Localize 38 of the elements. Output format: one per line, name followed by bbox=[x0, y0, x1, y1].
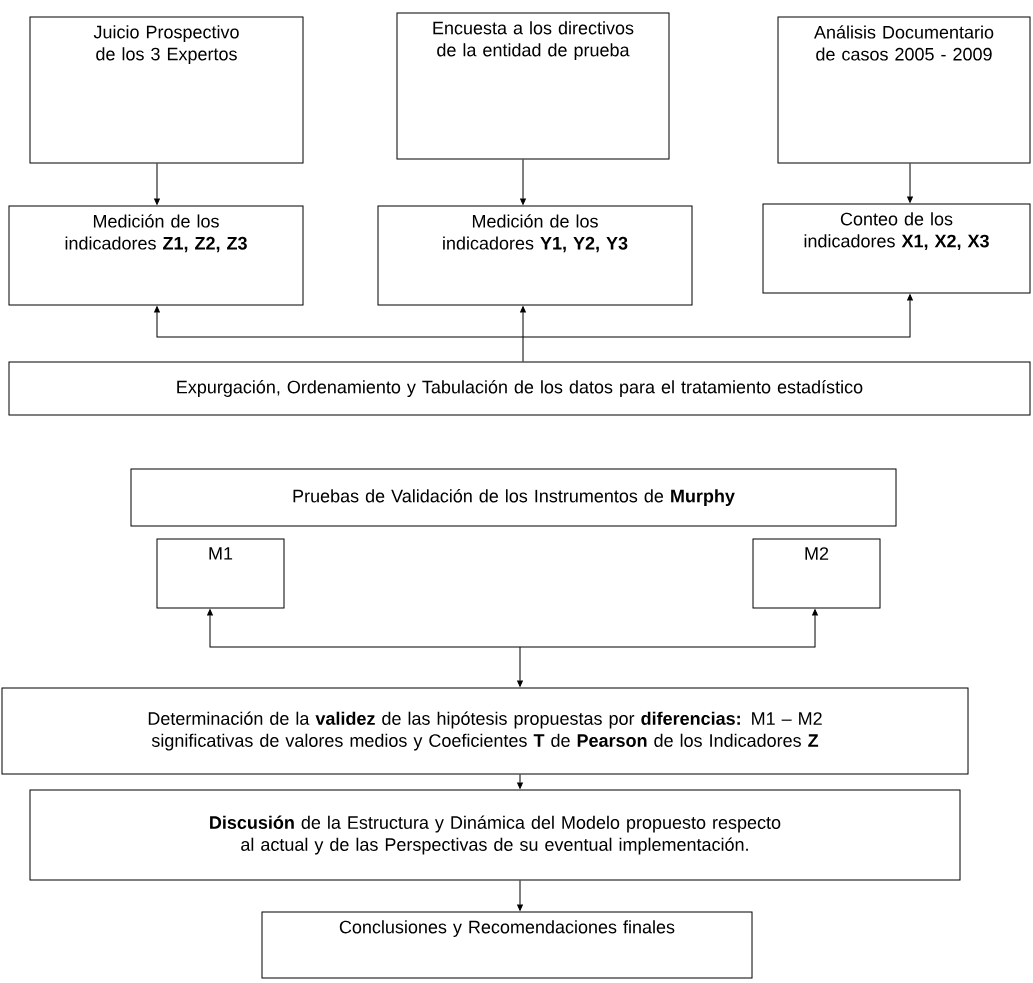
process-box bbox=[8, 205, 304, 306]
process-box bbox=[777, 16, 1031, 164]
label-box bbox=[156, 538, 285, 609]
box-text: Discusión de la Estructura y Dinámica del Modelo propuesto respecto al actual y de las Perspectivas de su eventual implementación. bbox=[210, 815, 781, 855]
box-text: Conclusiones y Recomendaciones finales bbox=[339, 920, 675, 937]
arrow bbox=[154, 163, 160, 205]
box-text: Medición de los indicadores Z1, Z2, Z3 bbox=[65, 214, 247, 253]
process-box bbox=[29, 16, 304, 164]
arrow bbox=[519, 609, 818, 648]
process-box bbox=[261, 911, 753, 979]
arrow bbox=[517, 646, 523, 687]
connector-line bbox=[522, 336, 524, 362]
process-box bbox=[130, 468, 897, 527]
box-text: Medición de los indicadores Y1, Y2, Y3 bbox=[443, 214, 628, 253]
process-box bbox=[29, 789, 961, 881]
arrow bbox=[522, 294, 913, 338]
arrow bbox=[907, 163, 913, 203]
arrow bbox=[517, 774, 523, 789]
box-text: Conteo de los indicadores X1, X2, X3 bbox=[804, 212, 989, 251]
arrow bbox=[154, 306, 524, 338]
box-text: Juicio Prospectivo de los 3 Expertos bbox=[93, 25, 239, 64]
label-box bbox=[752, 538, 881, 609]
arrow bbox=[520, 306, 526, 338]
arrow bbox=[517, 880, 523, 911]
process-box bbox=[396, 12, 670, 160]
process-box bbox=[762, 203, 1031, 294]
process-box bbox=[1, 687, 969, 775]
box-text: Determinación de la validez de las hipótesis propuestas por diferencias: M1 – M2 significativas de valores medios y Coeficientes T de Pearson de los Indicadores Z bbox=[148, 711, 822, 751]
arrow bbox=[520, 159, 526, 205]
process-box bbox=[377, 205, 693, 306]
box-text: M1 bbox=[209, 547, 233, 560]
box-text: Expurgación, Ordenamiento y Tabulación de los datos para el tratamiento estadístico bbox=[177, 380, 863, 397]
box-text: Pruebas de Validación de los Instrumentos de Murphy bbox=[293, 489, 735, 506]
box-text: Encuesta a los directivos de la entidad de prueba bbox=[433, 21, 634, 60]
box-text: M2 bbox=[805, 547, 829, 560]
box-text: Análisis Documentario de casos 2005 - 2009 bbox=[814, 25, 994, 61]
process-box bbox=[8, 361, 1031, 416]
arrow bbox=[207, 609, 521, 648]
